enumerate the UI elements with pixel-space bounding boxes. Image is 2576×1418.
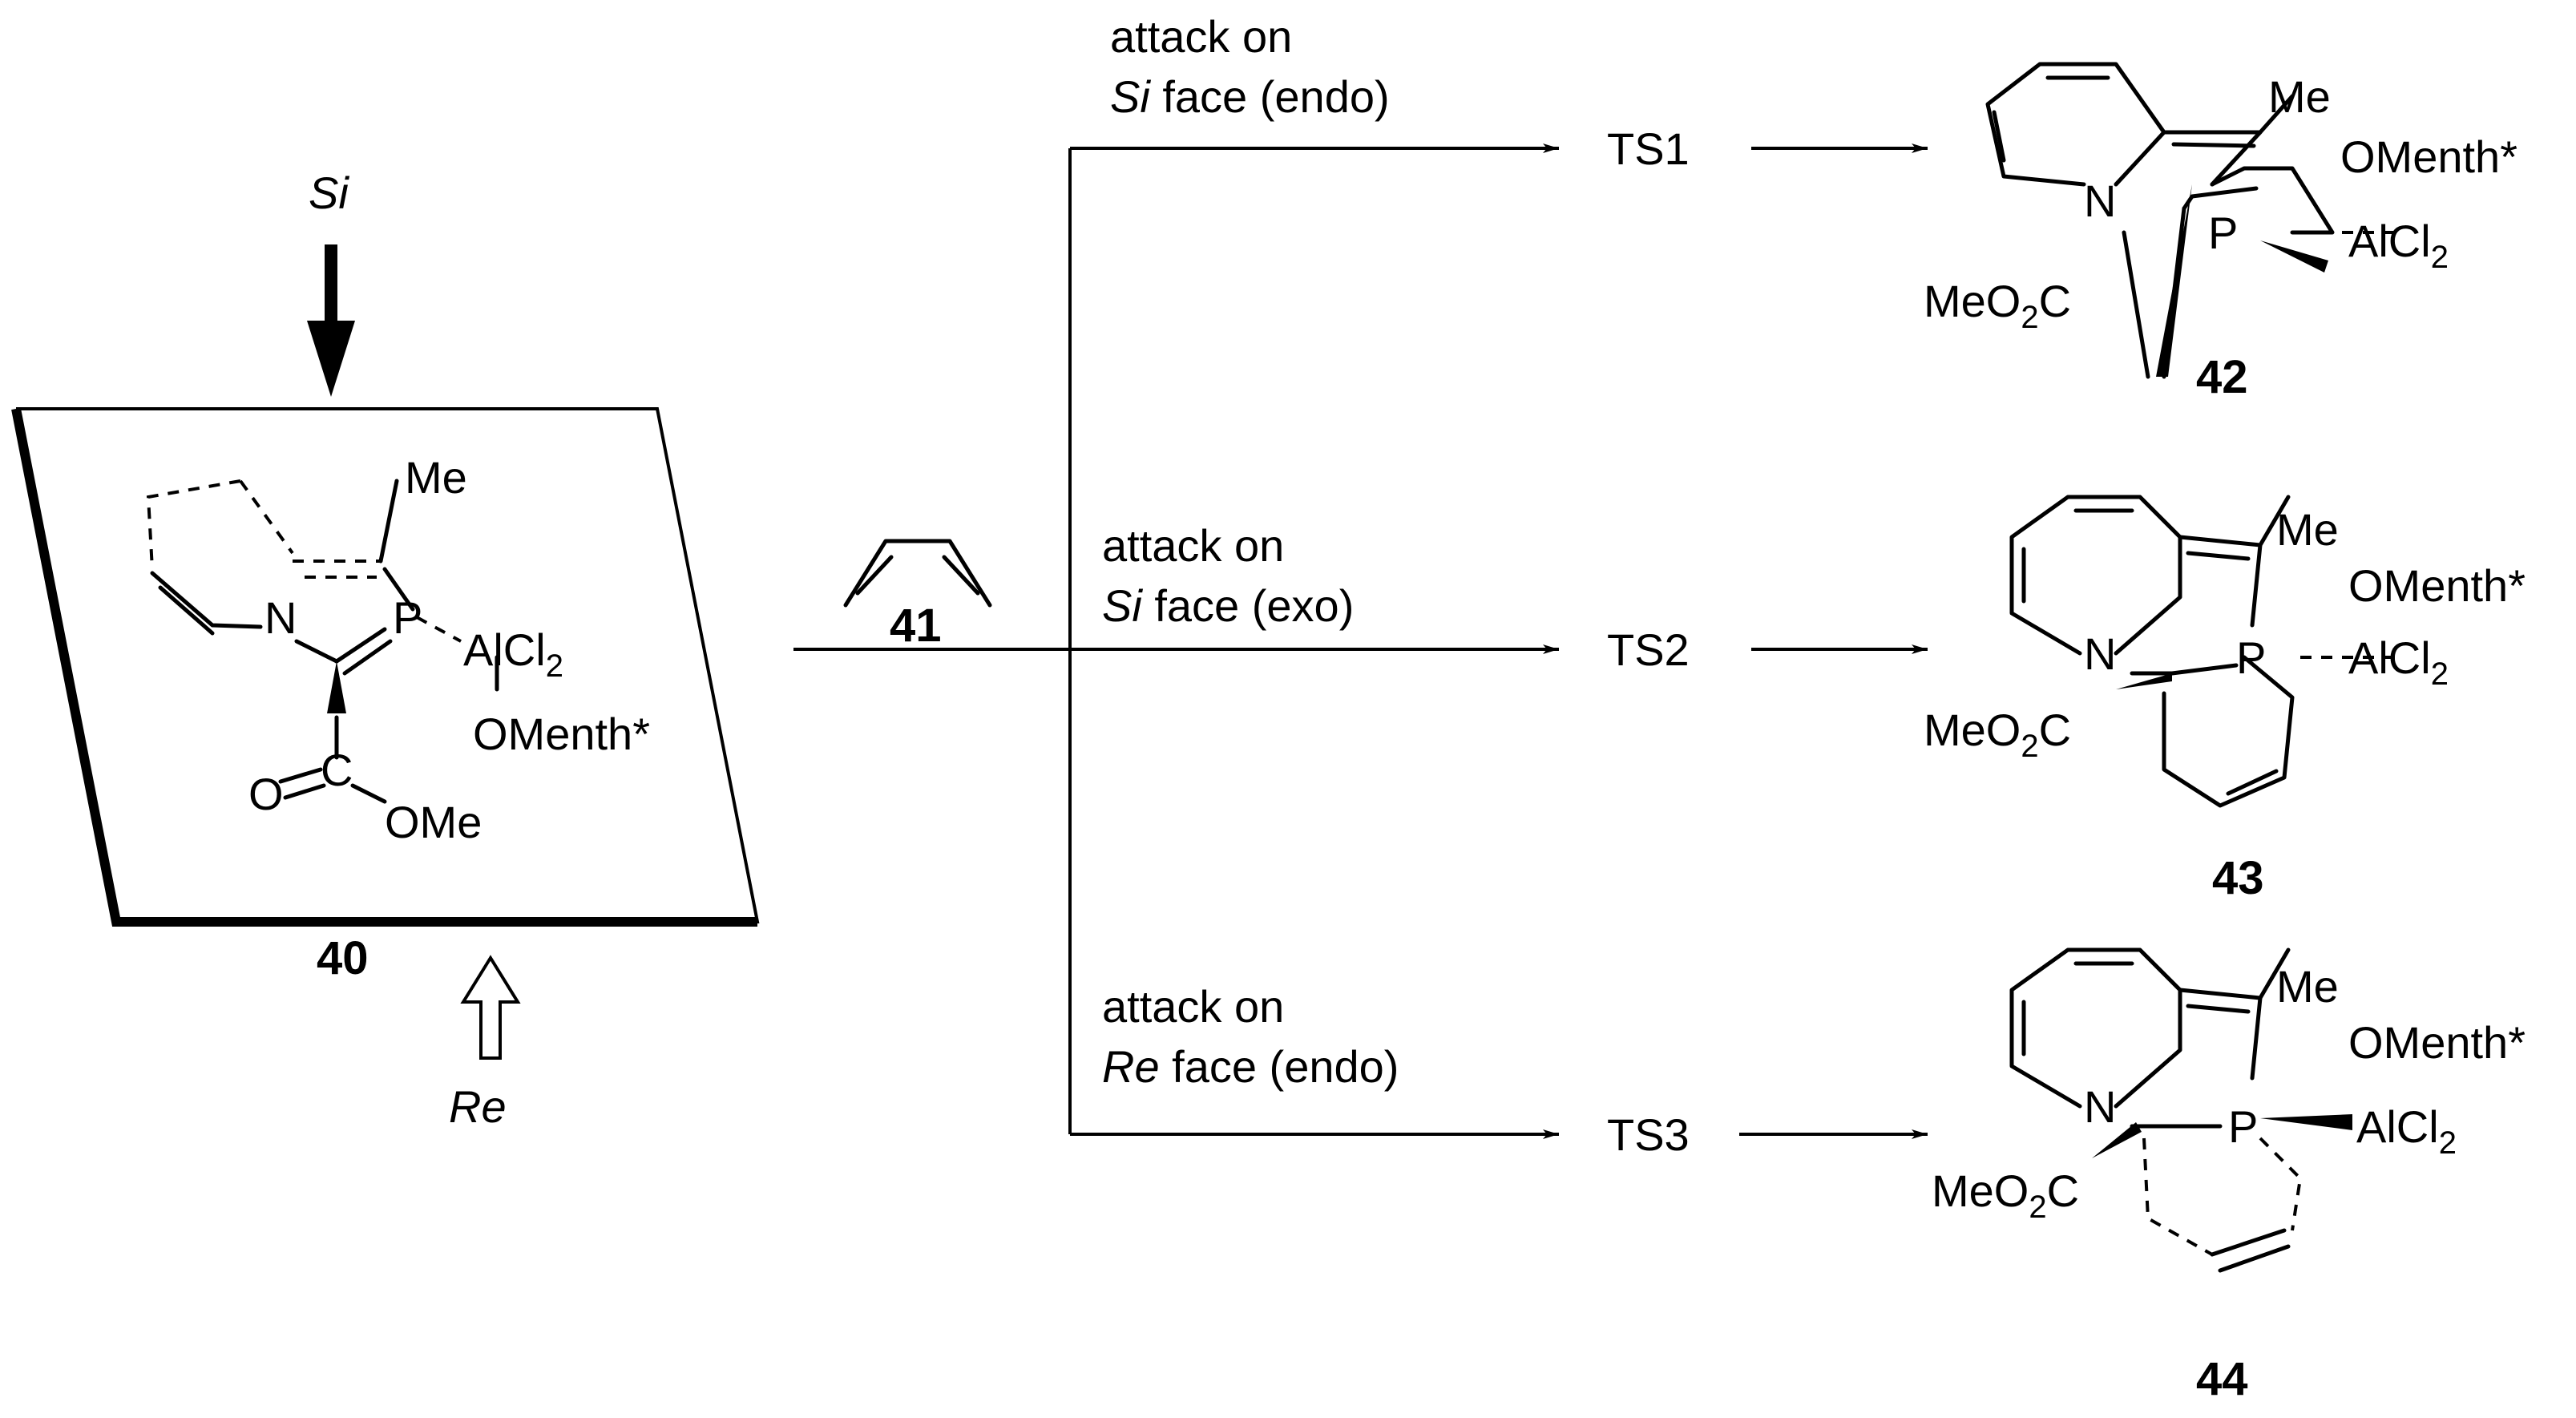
atom-c-40: C (321, 745, 353, 795)
atom-omenth-43: OMenth* (2348, 560, 2526, 611)
atom-alcl-42: AlCl2 (2348, 216, 2449, 275)
compound-label-42: 42 (2196, 351, 2248, 403)
atom-p-44: P (2228, 1101, 2258, 1152)
svg-text:Si face (endo): Si face (endo) (1110, 71, 1390, 122)
compound-label-41: 41 (890, 600, 942, 652)
si-face-label-top: Si (309, 168, 349, 218)
atom-me-44: Me (2276, 961, 2339, 1012)
atom-alcl-43: AlCl2 (2348, 632, 2449, 692)
ts1-label: TS1 (1607, 123, 1690, 174)
atom-omenth-44: OMenth* (2348, 1017, 2526, 1068)
atom-omenth-42: OMenth* (2340, 131, 2517, 182)
structure-44: Me OMenth* N P AlCl2 MeO2C 44 (1932, 947, 2526, 1405)
reagent-41: 41 (843, 539, 992, 652)
atom-me-42: Me (2268, 71, 2331, 122)
atom-alcl-44: AlCl2 (2356, 1101, 2457, 1161)
structure-40: Me N P AlCl2 OMenth* C O OMe (146, 452, 650, 847)
compound-40-plane: Si Re Me N P AlCl2 O (11, 168, 760, 1132)
svg-text:Si face (exo): Si face (exo) (1102, 580, 1354, 631)
plane-thick-edge (11, 407, 757, 927)
atom-n-40: N (264, 592, 297, 643)
svg-text:Re face (endo): Re face (endo) (1102, 1041, 1399, 1092)
pathway-1-label: attack on Si face (endo) (1110, 11, 1390, 122)
atom-o-40: O (248, 769, 284, 819)
atom-me-40: Me (405, 452, 467, 503)
compound-label-40: 40 (317, 932, 369, 984)
atom-meo2c-42: MeO2C (1924, 276, 2071, 335)
re-attack-arrow (460, 955, 521, 1060)
atom-p-43: P (2236, 632, 2266, 683)
structure-42: Me OMenth* N P AlCl2 MeO2C 42 (1924, 62, 2517, 403)
atom-n-42: N (2084, 176, 2116, 226)
svg-text:attack on: attack on (1102, 520, 1284, 571)
svg-text:attack on: attack on (1110, 11, 1292, 62)
atom-alcl-40: AlCl2 (463, 624, 563, 684)
atom-p-40: P (393, 592, 422, 643)
atom-n-43: N (2084, 628, 2116, 679)
compound-label-44: 44 (2196, 1353, 2248, 1405)
compound-label-43: 43 (2212, 852, 2264, 904)
atom-meo2c-43: MeO2C (1924, 705, 2071, 764)
atom-meo2c-44: MeO2C (1932, 1166, 2079, 1225)
ts3-label: TS3 (1607, 1109, 1690, 1160)
atom-ome-40: OMe (385, 797, 482, 847)
ts2-label: TS2 (1607, 624, 1690, 675)
re-face-label-bottom: Re (449, 1081, 507, 1132)
pathway-3-label: attack on Re face (endo) (1102, 981, 1399, 1092)
si-attack-arrow (307, 244, 355, 397)
svg-text:attack on: attack on (1102, 981, 1284, 1032)
branch-lines (793, 143, 1559, 1139)
structure-43: Me OMenth* N P AlCl2 MeO2C 43 (1924, 495, 2526, 904)
atom-n-44: N (2084, 1081, 2116, 1132)
atom-me-43: Me (2276, 504, 2339, 555)
pathway-2-label: attack on Si face (exo) (1102, 520, 1354, 631)
atom-p-42: P (2208, 208, 2238, 258)
atom-omenth-40: OMenth* (473, 709, 650, 759)
